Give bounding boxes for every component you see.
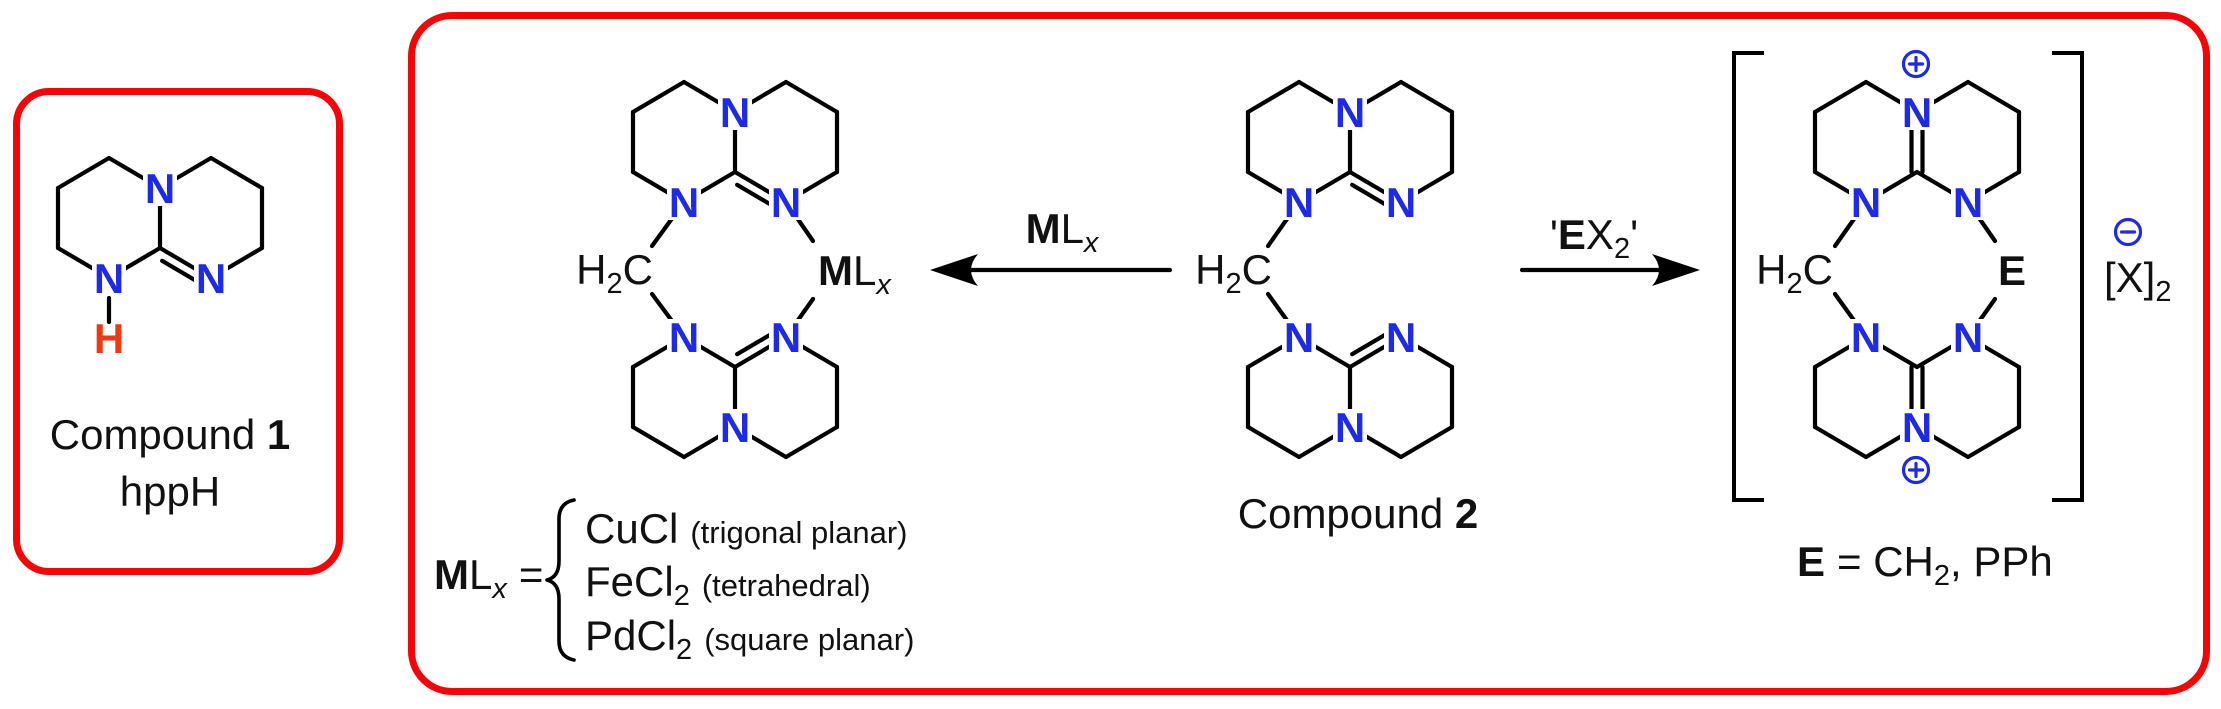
right-bracket [2052,51,2084,502]
nitrogen-label: N [1851,179,1881,226]
atom-label-bg [769,319,803,355]
bond [1398,79,1455,115]
nitrogen-label: N [669,314,699,361]
hydrogen-label: H [94,315,124,362]
atom-label-bg [92,260,126,296]
bond [1965,79,2022,115]
legend-item: PdCl2(square planar) [585,612,914,666]
atom-label-bg [1282,319,1316,355]
atom-label-bg [1282,184,1316,220]
plus-charge-icon [1901,49,1931,79]
atom-label-bg [718,409,752,445]
bond-double [735,182,776,209]
bond [1245,424,1302,460]
nitrogen-label: N [771,314,801,361]
nitrogen-label: N [1335,404,1365,451]
nitrogen-label: N [1902,404,1932,451]
atom-label-bg [143,170,177,206]
bond [1965,424,2022,460]
compound2-bottom-ring [1245,330,1455,460]
bond [1812,424,1869,460]
atom-label-bg [1900,94,1934,130]
atom-label-bg [667,184,701,220]
bond [208,155,265,191]
hpph-ring [55,155,265,285]
nitrogen-label: N [1386,179,1416,226]
left-arrow-icon [930,254,1173,286]
e-atom-label: E [1998,247,2026,294]
nitrogen-label: N [145,165,175,212]
right-arrow-icon [1519,254,1700,286]
left-bracket [1732,51,1764,502]
nitrogen-label: N [1953,179,1983,226]
legend-lhs: MLx= [434,551,543,605]
nitrogen-label: N [1902,89,1932,136]
atom-label-bg [1951,319,1985,355]
nitrogen-label: N [1335,89,1365,136]
atom-label-bg [718,94,752,130]
plus-charge-icon [1901,455,1931,485]
atom-label-bg [1900,409,1934,445]
mlx-atom-label: MLx [818,247,892,301]
nitrogen-label: N [771,179,801,226]
nitrogen-label: N [1953,314,1983,361]
bond-double [1350,330,1391,357]
compound1-name: hppH [120,468,220,515]
h2c-label: H2C [1195,246,1272,300]
atom-label-bg [1333,409,1367,445]
nitrogen-label: N [196,255,226,302]
reaction-scheme-box [408,12,2210,695]
atom-label-bg [1849,184,1883,220]
nitrogen-label: N [720,89,750,136]
atom-label-bg [1384,319,1418,355]
bond-double [1350,182,1391,209]
bond [783,424,840,460]
atom-label-bg [1849,319,1883,355]
nitrogen-label: N [1386,314,1416,361]
bond-double [735,330,776,357]
compound2-caption: Compound 2 [1238,490,1479,537]
atom-label-bg [1384,184,1418,220]
bond [1245,79,1302,115]
minus-charge-icon [2113,217,2143,247]
nitrogen-label: N [1284,314,1314,361]
nitrogen-label: N [669,179,699,226]
legend-brace [545,498,576,662]
bond [55,155,112,191]
right-arrow-label: 'EX2' [1550,211,1638,265]
nitrogen-label: N [720,404,750,451]
nitrogen-label: N [1851,314,1881,361]
bond [1812,79,1869,115]
atom-label-bg [1951,184,1985,220]
atom-label-bg [769,184,803,220]
compound1-caption: Compound 1 [50,411,291,458]
compound1-box [13,88,343,575]
bond-double [160,258,201,285]
atom-label-bg [667,319,701,355]
legend-item: FeCl2(tetrahedral) [585,558,871,612]
nitrogen-label: N [94,255,124,302]
bond [630,79,687,115]
left-arrow-label: MLx [1026,205,1100,259]
atom-label-bg [1333,94,1367,130]
bond [783,79,840,115]
h2c-label: H2C [576,246,653,300]
legend-item: CuCl(trigonal planar) [585,505,907,552]
e-definition: E= CH2, PPh [1797,538,2053,592]
counterion-label: [X]2 [2104,254,2172,308]
h2c-label: H2C [1756,246,1833,300]
bond [1398,424,1455,460]
atom-label-bg [194,260,228,296]
nitrogen-label: N [1284,179,1314,226]
bond [630,424,687,460]
